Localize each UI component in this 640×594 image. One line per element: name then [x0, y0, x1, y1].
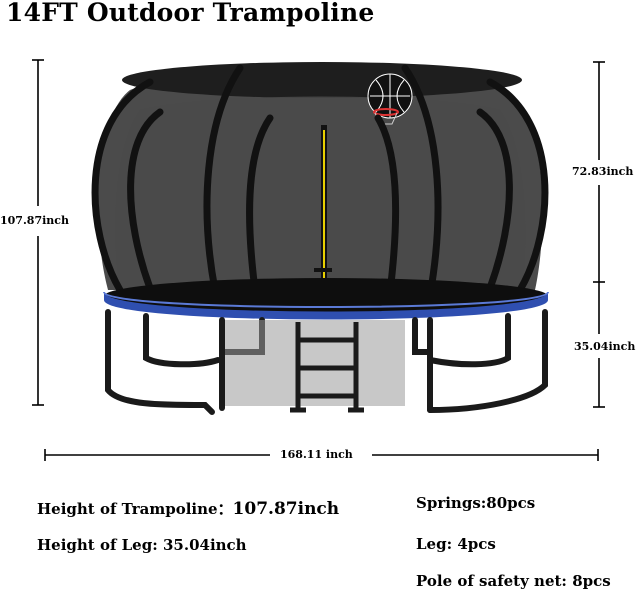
- height-trampoline-spec: Height of Trampoline：107.87inch: [37, 498, 339, 519]
- page-title: 14FT Outdoor Trampoline: [6, 0, 375, 27]
- diameter-dimension-line: [44, 449, 599, 461]
- net-poles: [91, 64, 549, 299]
- height-trampoline-value: 107.87inch: [232, 499, 340, 519]
- total-height-label: 107.87inch: [0, 214, 69, 227]
- springs-spec: Springs:80pcs: [416, 494, 536, 512]
- leg-height-label: 35.04inch: [574, 340, 636, 353]
- net-height-dimension-line: [593, 61, 605, 283]
- height-leg-spec: Height of Leg: 35.04inch: [37, 536, 247, 554]
- net-zipper: [314, 125, 332, 295]
- leg-height-dimension-line: [593, 282, 605, 408]
- total-height-dimension-line: [32, 59, 44, 406]
- diameter-label: 168.11 inch: [280, 448, 353, 461]
- height-trampoline-label: Height of Trampoline：: [37, 500, 233, 518]
- leg-count-spec: Leg: 4pcs: [416, 535, 496, 553]
- ladder: [290, 322, 364, 413]
- skirt-net: [225, 320, 405, 406]
- safety-net: [97, 62, 543, 292]
- pole-count-spec: Pole of safety net: 8pcs: [416, 572, 611, 590]
- jumping-mat: [103, 278, 549, 320]
- net-height-label: 72.83inch: [572, 165, 634, 178]
